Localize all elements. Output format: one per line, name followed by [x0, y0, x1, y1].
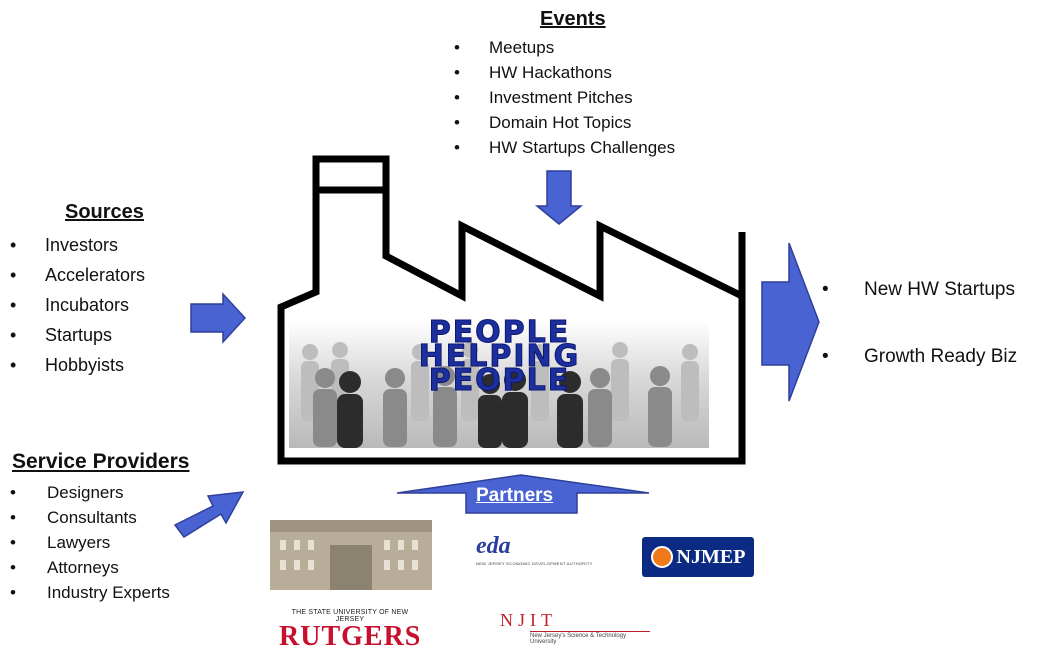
sources-heading: Sources — [65, 201, 144, 223]
list-item: Investment Pitches — [454, 85, 675, 110]
rutgers-logo-name: RUTGERS — [279, 621, 422, 652]
rutgers-logo: THE STATE UNIVERSITY OF NEW JERSEY RUTGE… — [279, 609, 422, 652]
njmep-logo-dot-icon — [650, 546, 673, 568]
list-item: Investors — [10, 230, 145, 260]
events-heading: Events — [540, 8, 606, 30]
service-providers-list: Designers Consultants Lawyers Attorneys … — [10, 480, 170, 605]
list-item: HW Hackathons — [454, 60, 675, 85]
eda-logo-subtitle: NEW JERSEY ECONOMIC DEVELOPMENT AUTHORIT… — [476, 561, 593, 566]
njit-logo-tagline: New Jersey's Science & Technology Univer… — [530, 631, 650, 645]
list-item: Designers — [10, 480, 170, 505]
output-item: New HW Startups — [822, 256, 1017, 323]
banner-line-2: HELPING — [418, 339, 581, 374]
list-item: Attorneys — [10, 555, 170, 580]
list-item: HW Startups Challenges — [454, 135, 675, 160]
rutgers-logo-top: THE STATE UNIVERSITY OF NEW JERSEY — [291, 609, 409, 623]
list-item: Industry Experts — [10, 580, 170, 605]
banner-line-1: PEOPLE — [428, 315, 571, 350]
outputs-list: New HW Startups Growth Ready Biz — [822, 256, 1017, 390]
banner-line-3: PEOPLE — [428, 363, 571, 398]
events-down-arrow — [534, 170, 584, 225]
factory-outline — [277, 155, 746, 465]
list-item: Startups — [10, 320, 145, 350]
list-item: Meetups — [454, 35, 675, 60]
sources-right-arrow — [190, 292, 247, 344]
output-big-arrow — [761, 242, 820, 402]
list-item: Hobbyists — [10, 350, 145, 380]
eda-logo-mark: eda — [476, 533, 511, 559]
sources-list: Investors Accelerators Incubators Startu… — [10, 230, 145, 380]
list-item: Consultants — [10, 505, 170, 530]
list-item: Accelerators — [10, 260, 145, 290]
output-item: Growth Ready Biz — [822, 323, 1017, 390]
njit-logo: NJIT New Jersey's Science & Technology U… — [500, 610, 650, 645]
service-providers-heading: Service Providers — [12, 450, 190, 473]
building-logo-image — [270, 520, 432, 590]
eda-logo: eda NEW JERSEY ECONOMIC DEVELOPMENT AUTH… — [476, 534, 596, 574]
list-item: Domain Hot Topics — [454, 110, 675, 135]
partners-up-arrow — [396, 474, 650, 514]
events-list: Meetups HW Hackathons Investment Pitches… — [454, 35, 675, 160]
njmep-logo-name: NJMEP — [676, 545, 746, 568]
service-providers-arrow — [173, 491, 245, 538]
people-crowd-image — [289, 320, 709, 448]
list-item: Lawyers — [10, 530, 170, 555]
njmep-logo: NJMEP — [642, 537, 754, 577]
partners-label: Partners — [476, 485, 554, 506]
njit-logo-name: NJIT — [500, 610, 557, 630]
list-item: Incubators — [10, 290, 145, 320]
